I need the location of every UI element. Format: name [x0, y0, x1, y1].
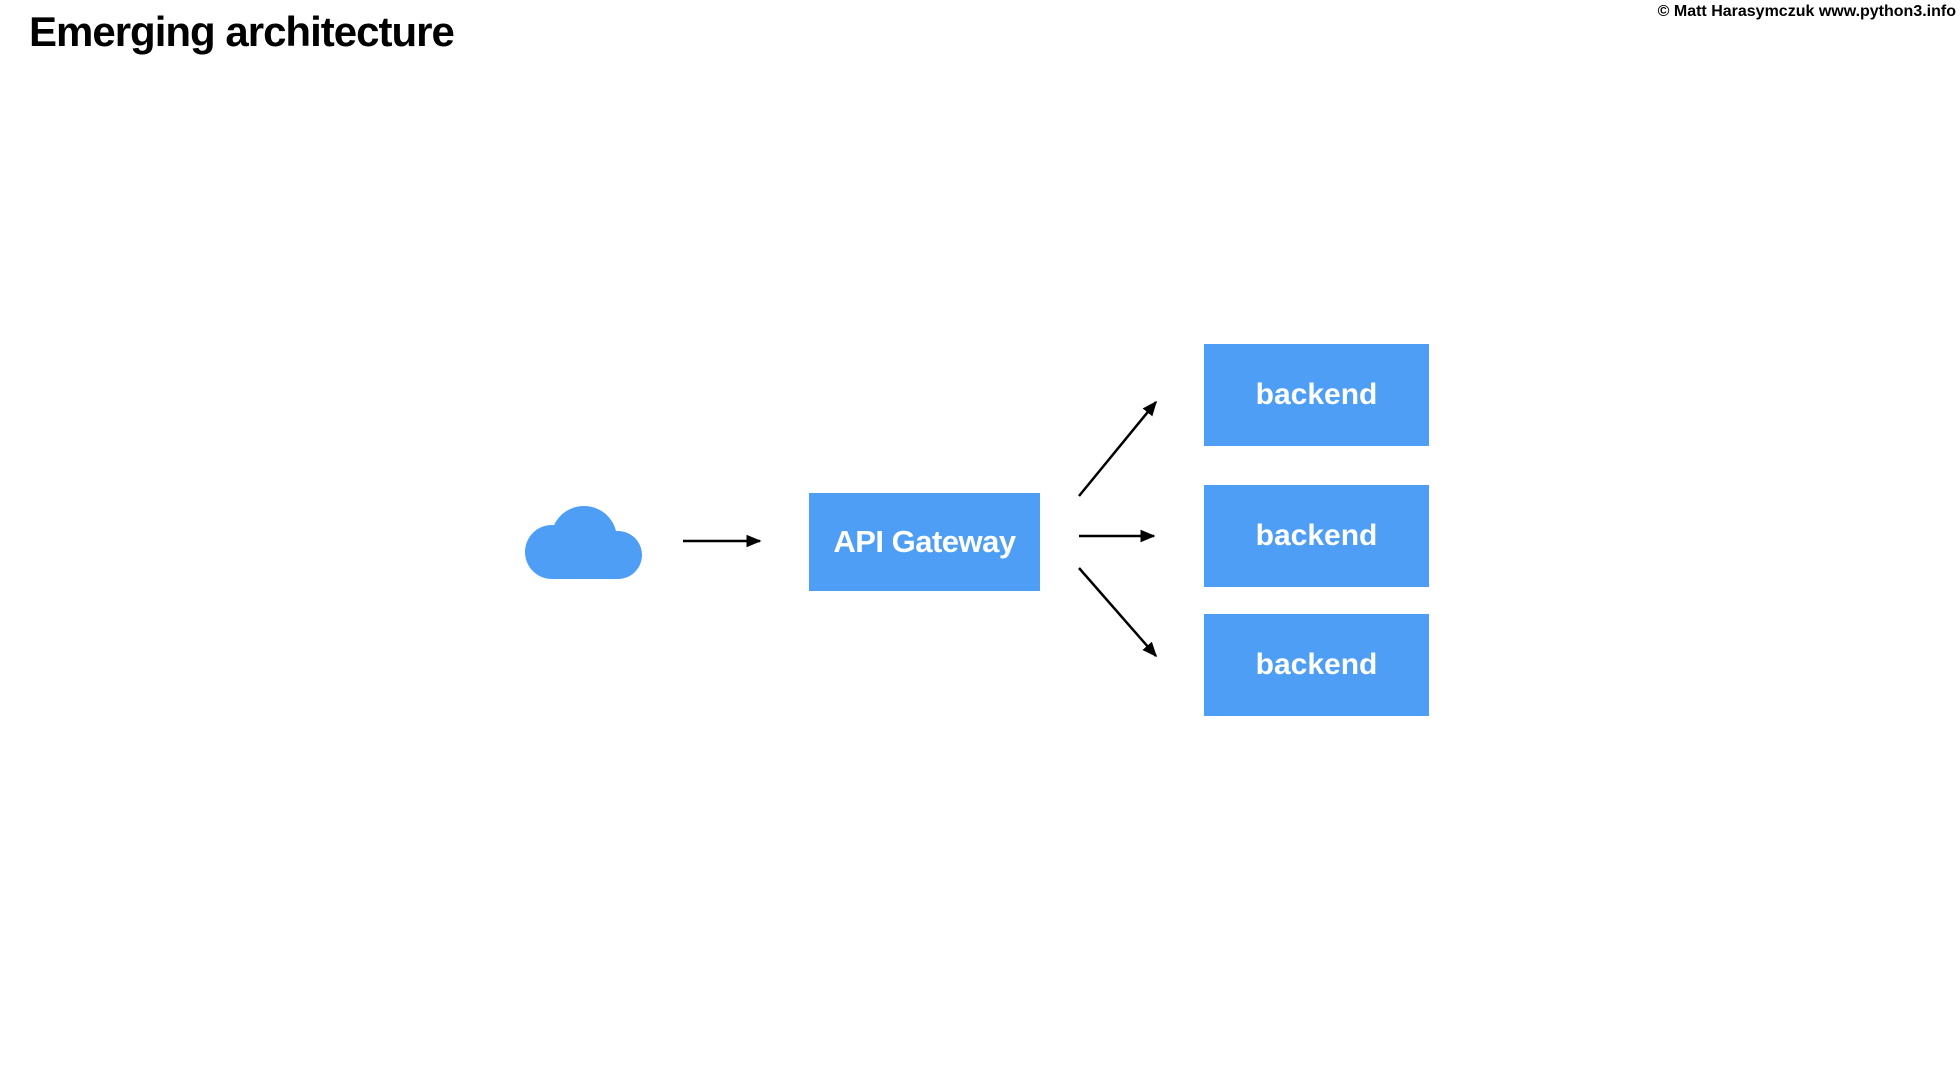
cloud-icon [525, 506, 642, 579]
backend-2-label: backend [1255, 519, 1378, 552]
arrow-gateway-to-backend-1 [1078, 400, 1157, 497]
copyright-text: © Matt Harasymczuk www.python3.info [1657, 3, 1956, 20]
arrow-gateway-to-backend-3 [1078, 567, 1157, 658]
api-gateway-label: API Gateway [833, 524, 1016, 559]
node-backend-2: backend [1204, 485, 1429, 587]
node-backend-1: backend [1204, 344, 1429, 446]
slide-title: Emerging architecture [29, 8, 455, 55]
backend-1-label: backend [1255, 378, 1378, 411]
backend-3-label: backend [1255, 648, 1378, 681]
node-api-gateway: API Gateway [809, 493, 1040, 591]
node-backend-3: backend [1204, 614, 1429, 716]
